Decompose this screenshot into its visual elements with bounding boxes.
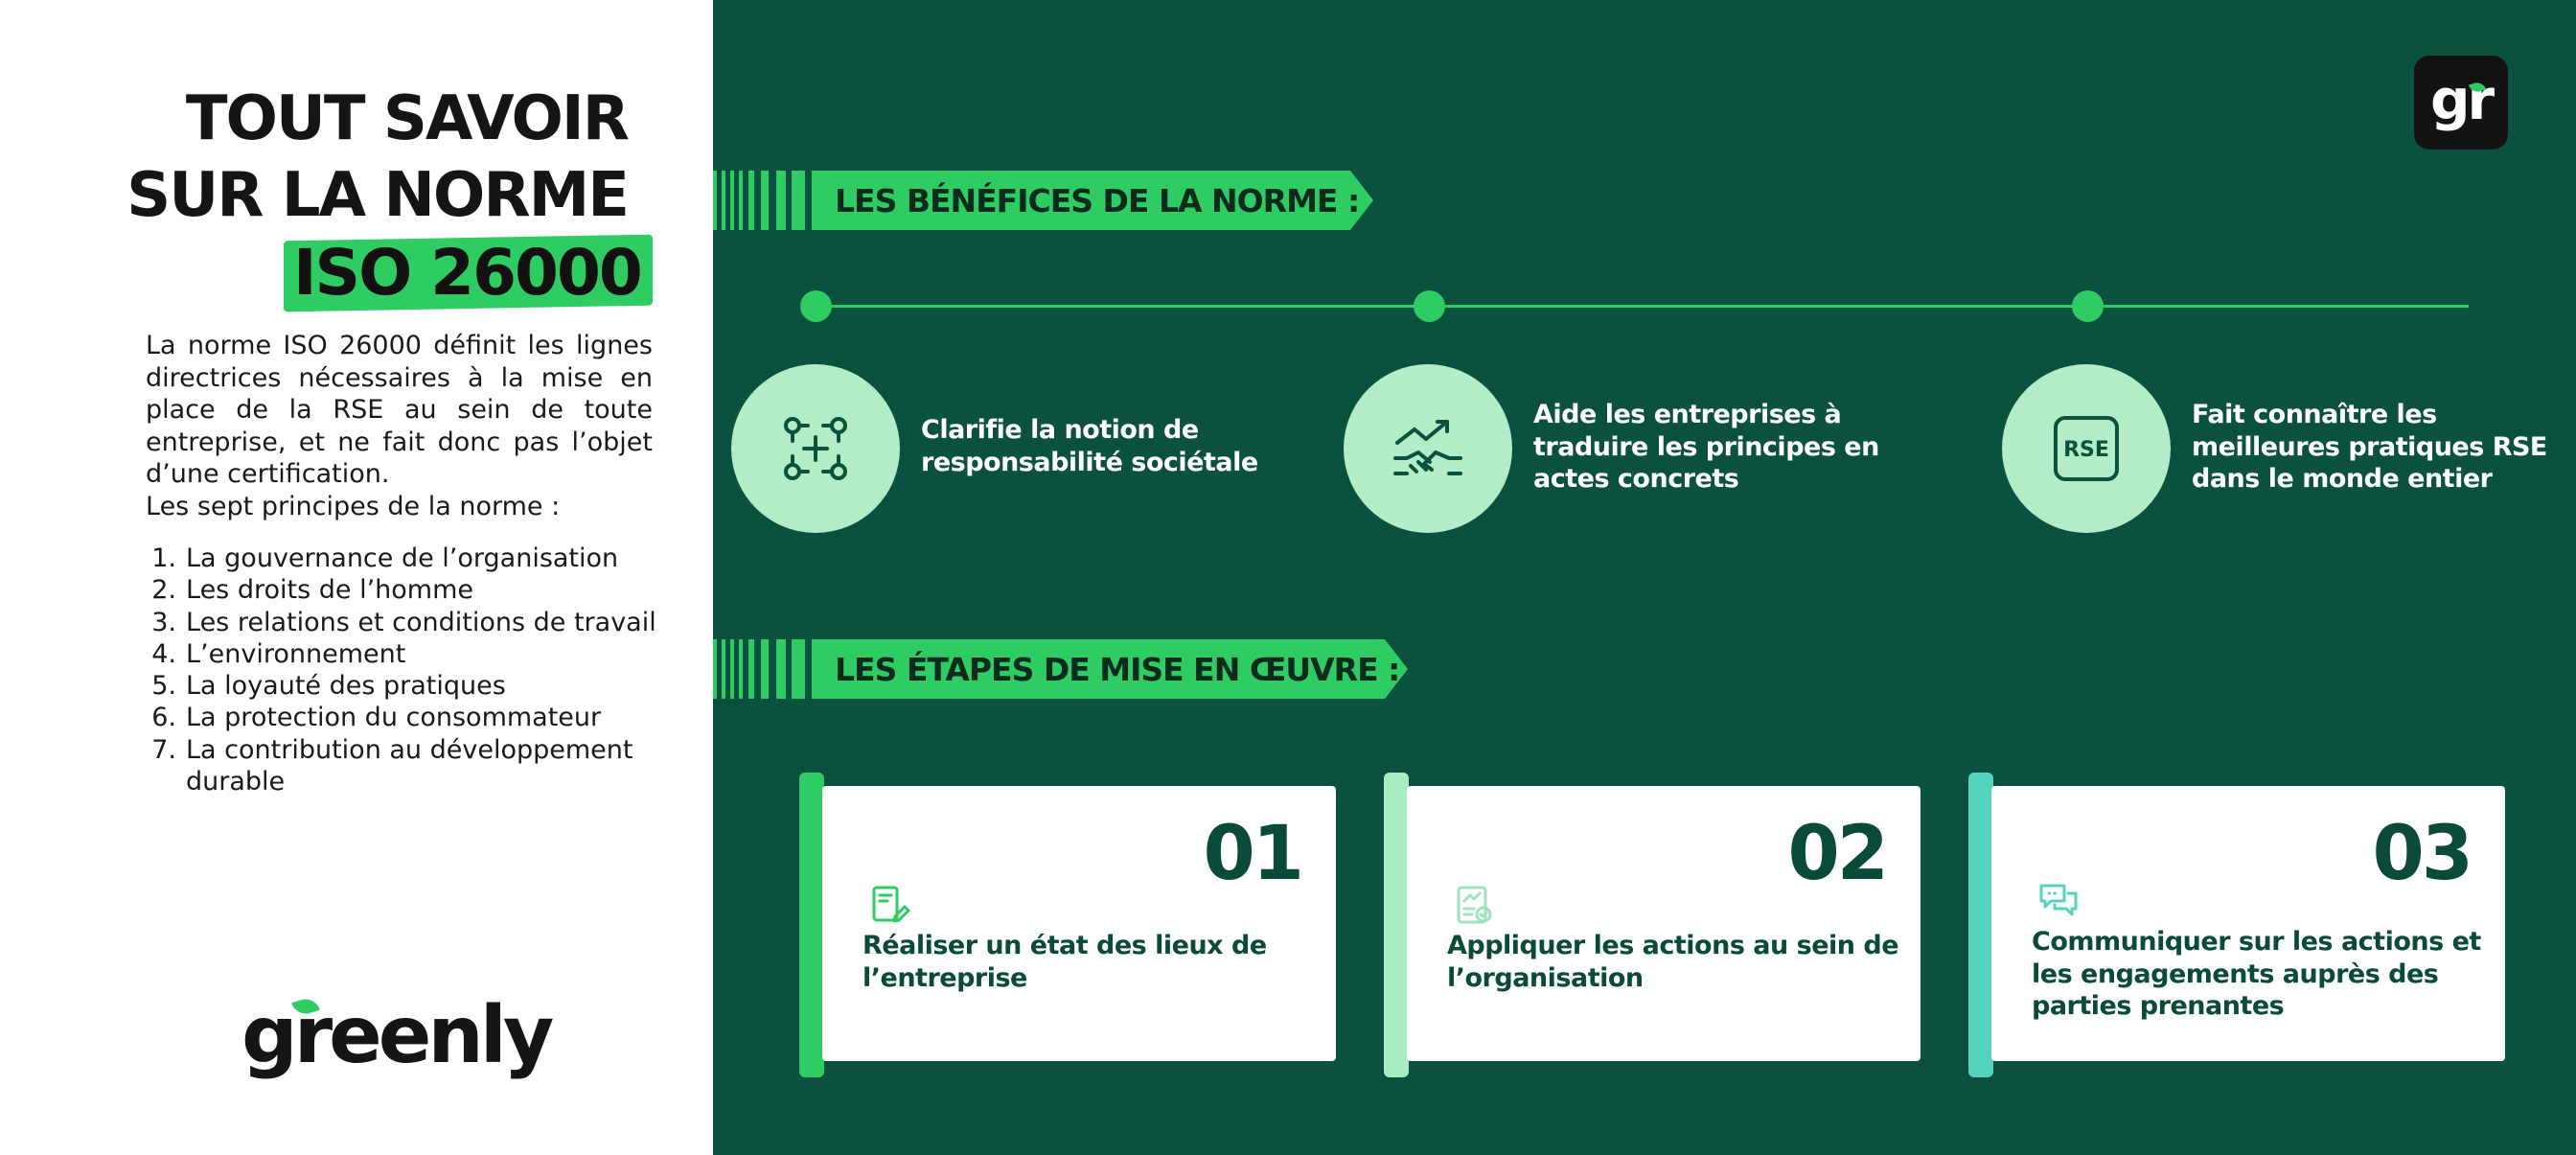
benefits-heading: LES BÉNÉFICES DE LA NORME :	[835, 181, 1360, 219]
left-panel: TOUT SAVOIR SUR LA NORME ISO 26000 La no…	[0, 0, 713, 1155]
rse-icon-label: RSE	[2063, 438, 2109, 462]
list-item: 5. La loyauté des pratiques	[146, 670, 682, 702]
step-text: Communiquer sur les actions et les engag…	[2032, 927, 2481, 1021]
list-item: 4. L’environnement	[146, 638, 682, 670]
title-highlight: ISO 26000	[284, 234, 653, 312]
brand-badge-text: gr	[2429, 67, 2495, 132]
step-card-body: 03 Communiquer sur les actions et les en…	[1991, 786, 2505, 1061]
collaboration-plus-icon	[784, 417, 847, 480]
list-item-label: La protection du consommateur	[186, 703, 602, 733]
timeline-dot	[800, 290, 832, 322]
list-item-number: 7.	[151, 734, 176, 765]
principles-lead: Les sept principes de la norme :	[146, 491, 561, 521]
step-text: Réaliser un état des lieux de l’entrepri…	[862, 931, 1267, 993]
step-number: 03	[2372, 811, 2473, 897]
chat-bubbles-icon	[2039, 884, 2078, 916]
list-item-number: 5.	[151, 671, 176, 702]
benefit-text-2: Aide les entreprises à traduire les prin…	[1533, 400, 1879, 494]
list-item-number: 3.	[151, 607, 176, 637]
list-item-label: La loyauté des pratiques	[186, 671, 506, 702]
timeline-line	[816, 305, 2469, 308]
benefit-icon-circle	[731, 364, 900, 533]
checklist-chart-icon	[1457, 886, 1492, 924]
timeline-dot	[2072, 290, 2104, 322]
benefit-text-1: Clarifie la notion de responsabilité soc…	[921, 415, 1258, 477]
list-item: 6. La protection du consommateur	[146, 702, 682, 733]
step-card-1: 01 Réaliser un état des lieux de l’entre…	[799, 773, 1336, 1077]
banner-body: LES ÉTAPES DE MISE EN ŒUVRE :	[812, 639, 1408, 699]
steps-heading: LES ÉTAPES DE MISE EN ŒUVRE :	[835, 650, 1400, 688]
step-text: Appliquer les actions au sein de l’organ…	[1447, 931, 1899, 993]
list-item-number: 4.	[151, 638, 176, 669]
banner-body: LES BÉNÉFICES DE LA NORME :	[812, 171, 1373, 230]
benefit-icon-circle	[1344, 364, 1512, 533]
benefit-text-3: Fait connaître les meilleures pratiques …	[2192, 400, 2547, 494]
title-highlight-text: ISO 26000	[293, 236, 641, 311]
handshake-growth-icon	[1393, 420, 1462, 475]
intro-paragraph: La norme ISO 26000 définit les lignes di…	[146, 331, 653, 489]
list-item: 7. La contribution au développement durab…	[146, 734, 682, 798]
banner-stripes	[713, 639, 805, 699]
step-accent-bar	[1968, 773, 1993, 1077]
list-item: 2. Les droits de l’homme	[146, 574, 682, 606]
step-card-body: 02 Appliquer les actions au sein de l’or…	[1407, 786, 1920, 1061]
list-item: 3. Les relations et conditions de travail	[146, 607, 682, 638]
list-item-label: L’environnement	[186, 638, 406, 669]
greenly-logo: greenly	[242, 990, 554, 1081]
step-number: 02	[1787, 811, 1889, 897]
list-item-label: La gouvernance de l’organisation	[186, 543, 619, 573]
timeline-dot	[1414, 290, 1445, 322]
list-item-label: La contribution au développement durable	[186, 734, 633, 797]
banner-stripes	[713, 171, 805, 230]
step-accent-bar	[1384, 773, 1409, 1077]
page-title-line-1: TOUT SAVOIR	[185, 83, 630, 154]
notepad-pen-icon	[872, 886, 910, 923]
principles-list: 1. La gouvernance de l’organisation 2. Les…	[146, 543, 682, 797]
step-card-3: 03 Communiquer sur les actions et les en…	[1968, 773, 2505, 1077]
right-panel: gr LES BÉNÉFICES DE LA NORME : Clarifie …	[713, 0, 2576, 1155]
benefit-icon-circle: RSE	[2002, 364, 2171, 533]
list-item-label: Les relations et conditions de travail	[186, 607, 656, 637]
step-number: 01	[1203, 811, 1304, 897]
step-card-body: 01 Réaliser un état des lieux de l’entre…	[822, 786, 1336, 1061]
page-title-line-2: SUR LA NORME	[126, 160, 630, 231]
list-item-number: 1.	[151, 543, 176, 573]
list-item-label: Les droits de l’homme	[186, 575, 473, 606]
step-accent-bar	[799, 773, 824, 1077]
list-item: 1. La gouvernance de l’organisation	[146, 543, 682, 574]
list-item-number: 2.	[151, 575, 176, 606]
intro-text: La norme ISO 26000 définit les lignes di…	[146, 330, 653, 522]
rse-icon: RSE	[2054, 416, 2119, 481]
brand-badge: gr	[2414, 56, 2508, 150]
step-card-2: 02 Appliquer les actions au sein de l’or…	[1384, 773, 1920, 1077]
list-item-number: 6.	[151, 703, 176, 733]
